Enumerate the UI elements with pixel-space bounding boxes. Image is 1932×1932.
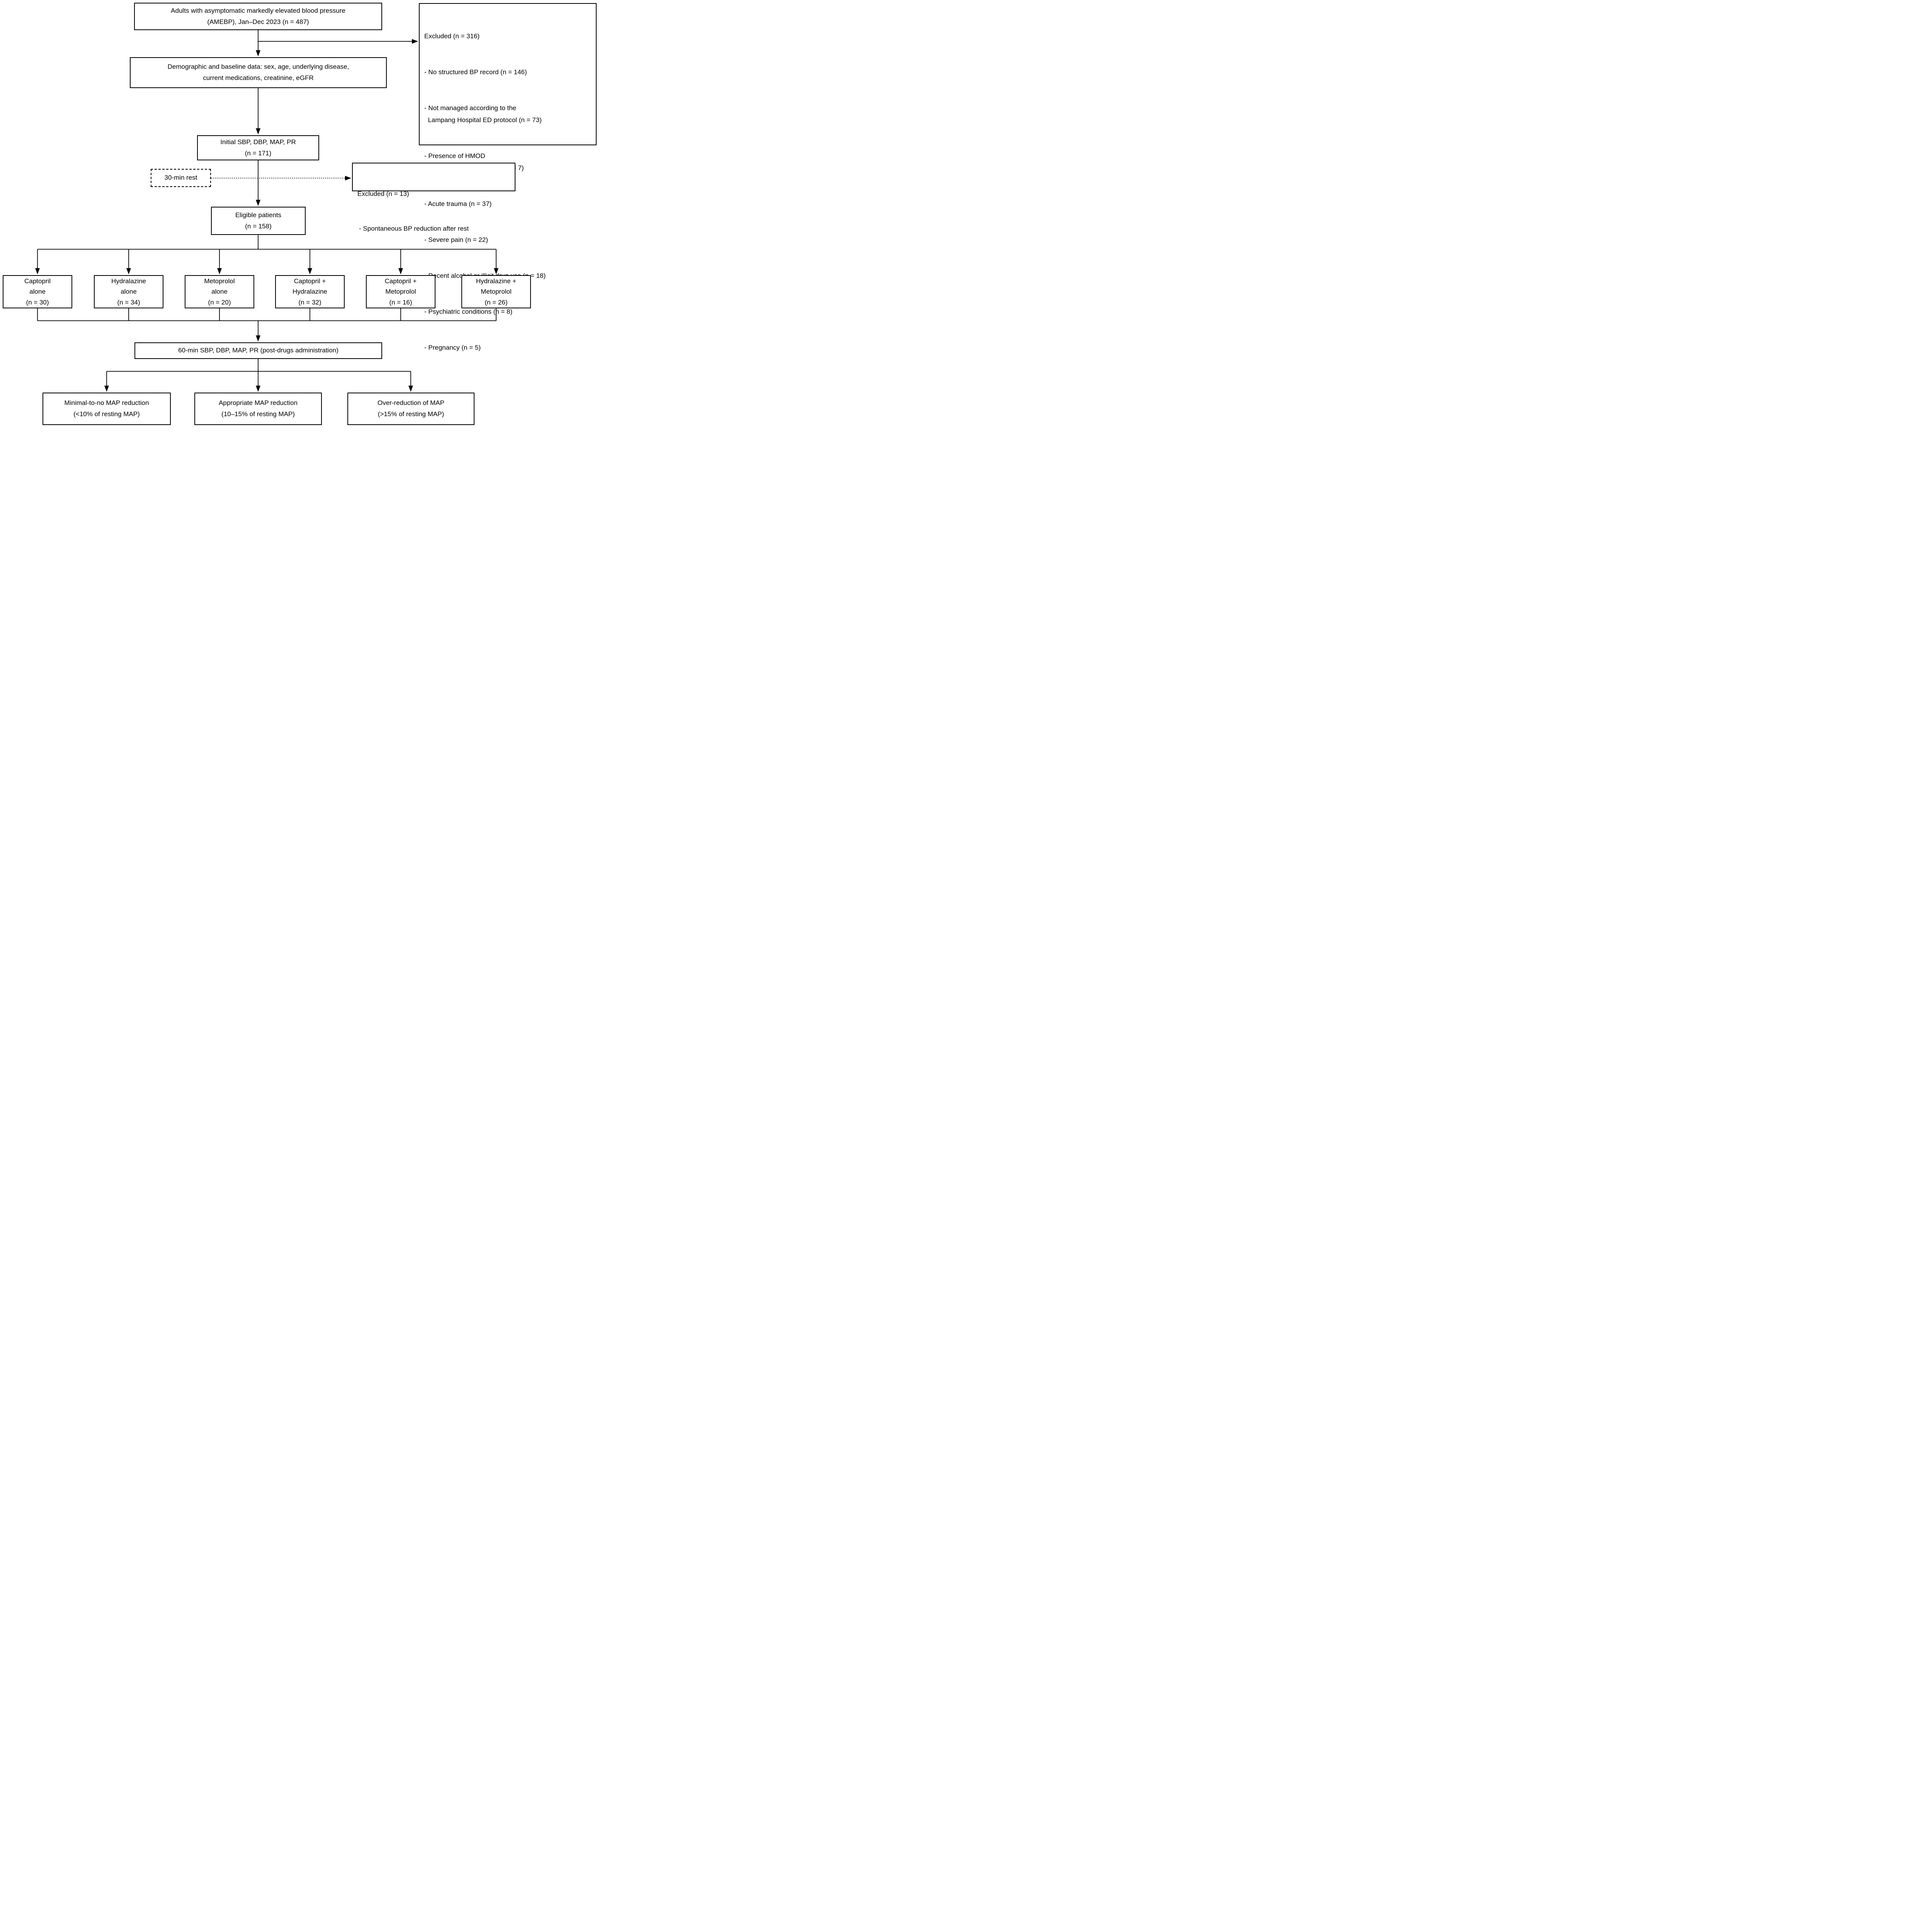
excluded-rest-title: Excluded (n = 13) xyxy=(357,190,409,197)
box-outcome-over-reduction: Over-reduction of MAP (>15% of resting M… xyxy=(347,393,474,425)
box-treatment-captopril: Captopril alone (n = 30) xyxy=(3,275,72,308)
box-outcome-minimal: Minimal-to-no MAP reduction (<10% of res… xyxy=(43,393,171,425)
box-treatment-captopril-metoprolol: Captopril + Metoprolol (n = 16) xyxy=(366,275,435,308)
box-treatment-metoprolol: Metoprolol alone (n = 20) xyxy=(185,275,254,308)
excluded-initial-title: Excluded (n = 316) xyxy=(424,32,480,40)
excluded-initial-item: - Not managed according to the Lampang H… xyxy=(424,104,542,124)
excluded-initial-item: - Pregnancy (n = 5) xyxy=(424,344,481,351)
flow-diagram: Adults with asymptomatic markedly elevat… xyxy=(0,0,598,428)
excluded-initial-item: - Severe pain (n = 22) xyxy=(424,236,488,243)
excluded-initial-item: - Psychiatric conditions (n = 8) xyxy=(424,308,513,315)
box-excluded-rest: Excluded (n = 13) - Spontaneous BP reduc… xyxy=(352,163,515,232)
box-initial-vitals: Initial SBP, DBP, MAP, PR (n = 171) xyxy=(197,135,319,160)
box-treatment-hydralazine: Hydralazine alone (n = 34) xyxy=(94,275,163,308)
box-post-drug-vitals: 60-min SBP, DBP, MAP, PR (post-drugs adm… xyxy=(134,342,382,359)
box-population: Adults with asymptomatic markedly elevat… xyxy=(134,3,382,30)
box-treatment-captopril-hydralazine: Captopril + Hydralazine (n = 32) xyxy=(275,275,345,308)
box-rest: 30-min rest xyxy=(151,169,211,187)
box-treatment-hydralazine-metoprolol: Hydralazine + Metoprolol (n = 26) xyxy=(461,275,531,308)
excluded-initial-item: - No structured BP record (n = 146) xyxy=(424,68,527,76)
box-baseline-data: Demographic and baseline data: sex, age,… xyxy=(130,57,387,88)
box-outcome-appropriate: Appropriate MAP reduction (10–15% of res… xyxy=(194,393,322,425)
box-eligible: Eligible patients (n = 158) xyxy=(211,207,306,235)
excluded-rest-item: - Spontaneous BP reduction after rest xyxy=(359,225,469,232)
excluded-initial-item: - Acute trauma (n = 37) xyxy=(424,200,492,207)
box-excluded-initial: Excluded (n = 316) - No structured BP re… xyxy=(419,3,597,351)
